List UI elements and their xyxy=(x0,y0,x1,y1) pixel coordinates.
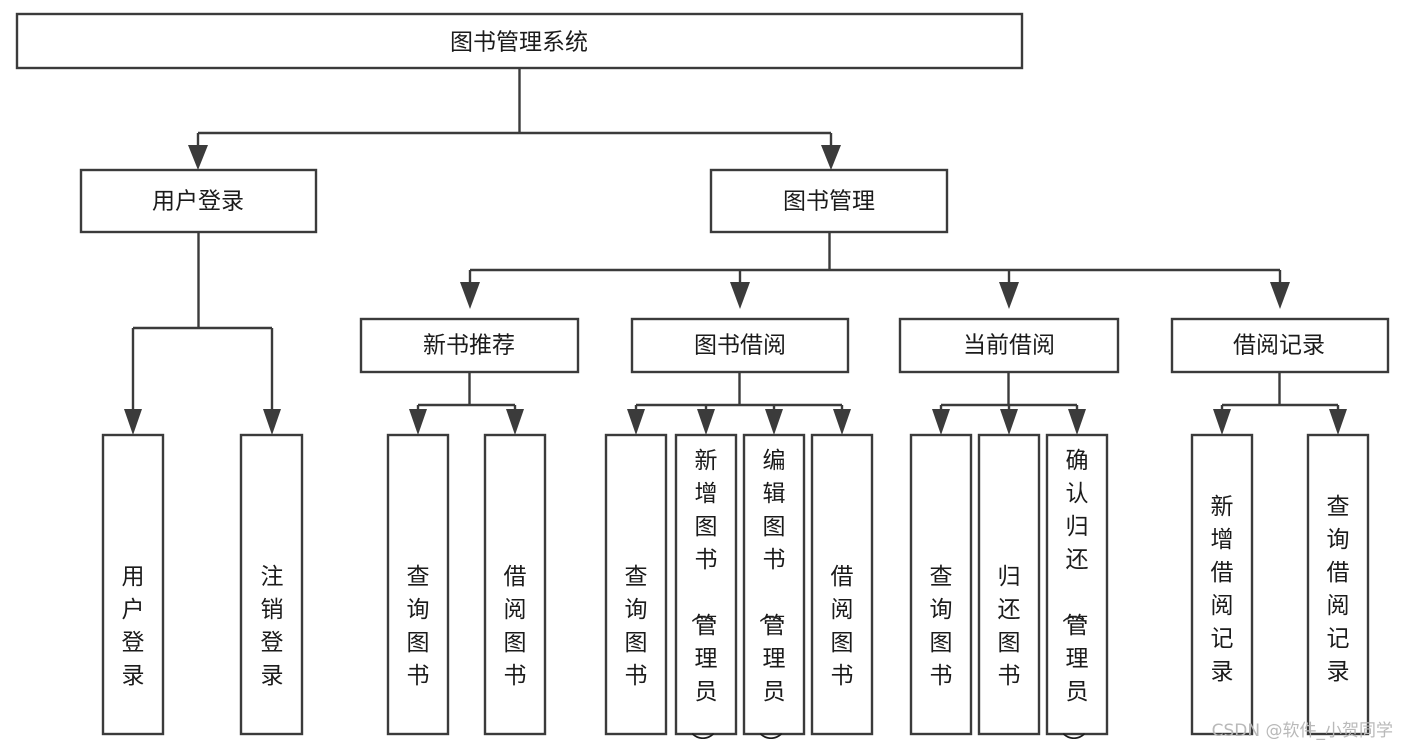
node-newbook-label: 新书推荐 xyxy=(423,333,515,359)
node-leaf10[interactable]: 归还图书 xyxy=(977,433,1041,736)
arrow-leaf11 xyxy=(1068,409,1086,435)
node-leaf13[interactable]: 查询借阅记录 xyxy=(1306,433,1370,736)
node-leaf1-box[interactable] xyxy=(101,433,165,736)
node-leaf4-box[interactable] xyxy=(483,433,547,736)
node-leaf4[interactable]: 借阅图书 xyxy=(483,433,547,736)
node-leaf2-label: 注销登录 xyxy=(261,564,284,689)
node-leaf2[interactable]: 注销登录 xyxy=(239,433,304,736)
node-leaf8[interactable]: 借阅图书 xyxy=(810,433,874,736)
node-leaf1[interactable]: 用户登录 xyxy=(101,433,165,736)
node-borrow-label: 图书借阅 xyxy=(694,333,786,359)
node-leaf9-box[interactable] xyxy=(909,433,973,736)
arrow-to-borrow xyxy=(730,282,750,309)
node-record[interactable]: 借阅记录 xyxy=(1170,317,1390,374)
node-leaf7-label: 编辑图书（管理员） xyxy=(757,448,786,747)
node-bookmgmt-box[interactable] xyxy=(709,168,949,234)
node-root-label: 图书管理系统 xyxy=(450,30,588,56)
node-leaf12-label: 新增借阅记录 xyxy=(1211,494,1234,685)
arrow-leaf2 xyxy=(263,409,281,435)
node-root[interactable]: 图书管理系统 xyxy=(15,12,1024,70)
arrow-leaf4 xyxy=(506,409,524,435)
watermark-label: CSDN @软件_小贺同学 xyxy=(1211,721,1393,741)
node-newbook-box[interactable] xyxy=(359,317,580,374)
node-leaf4-label: 借阅图书 xyxy=(504,564,527,689)
node-leaf5[interactable]: 查询图书 xyxy=(604,433,668,736)
arrow-leaf6 xyxy=(697,409,715,435)
node-leaf8-box[interactable] xyxy=(810,433,874,736)
node-leaf10-box[interactable] xyxy=(977,433,1041,736)
node-leaf5-box[interactable] xyxy=(604,433,668,736)
arrow-leaf13 xyxy=(1329,409,1347,435)
node-leaf6[interactable]: 新增图书（管理员） xyxy=(674,433,738,747)
arrow-to-record xyxy=(1270,282,1290,309)
node-leaf10-label: 归还图书 xyxy=(998,564,1021,689)
node-leaf9-label: 查询图书 xyxy=(930,564,953,689)
node-leaf6-box[interactable] xyxy=(674,433,738,736)
node-leaf13-label: 查询借阅记录 xyxy=(1327,494,1350,685)
arrow-leaf7 xyxy=(765,409,783,435)
arrow-leaf3 xyxy=(409,409,427,435)
node-leaf7-box[interactable] xyxy=(742,433,806,736)
arrow-leaf12 xyxy=(1213,409,1231,435)
arrow-to-login xyxy=(188,145,208,170)
node-bookmgmt[interactable]: 图书管理 xyxy=(709,168,949,234)
edges-layer xyxy=(124,68,1347,435)
node-leaf3[interactable]: 查询图书 xyxy=(386,433,450,736)
arrow-leaf5 xyxy=(627,409,645,435)
arrow-leaf1 xyxy=(124,409,142,435)
arrow-leaf8 xyxy=(833,409,851,435)
node-leaf6-label: 新增图书（管理员） xyxy=(689,448,718,747)
arrow-to-bookmgmt xyxy=(821,145,841,170)
arrow-leaf10 xyxy=(1000,409,1018,435)
node-login[interactable]: 用户登录 xyxy=(79,168,318,234)
node-leaf11-label: 确认归还（管理员） xyxy=(1060,448,1089,747)
node-leaf12[interactable]: 新增借阅记录 xyxy=(1190,433,1254,736)
node-login-box[interactable] xyxy=(79,168,318,234)
node-record-box[interactable] xyxy=(1170,317,1390,374)
node-leaf3-label: 查询图书 xyxy=(407,564,430,689)
node-leaf5-label: 查询图书 xyxy=(625,564,648,689)
node-leaf3-box[interactable] xyxy=(386,433,450,736)
node-current-box[interactable] xyxy=(898,317,1120,374)
node-leaf11-box[interactable] xyxy=(1045,433,1109,736)
node-root-box[interactable] xyxy=(15,12,1024,70)
node-leaf1-label: 用户登录 xyxy=(122,564,145,689)
node-current[interactable]: 当前借阅 xyxy=(898,317,1120,374)
node-leaf9[interactable]: 查询图书 xyxy=(909,433,973,736)
node-newbook[interactable]: 新书推荐 xyxy=(359,317,580,374)
node-leaf13-box[interactable] xyxy=(1306,433,1370,736)
arrow-to-current xyxy=(999,282,1019,309)
arrow-to-newbook xyxy=(460,282,480,309)
node-leaf8-label: 借阅图书 xyxy=(831,564,854,689)
node-leaf11[interactable]: 确认归还（管理员） xyxy=(1045,433,1109,747)
node-leaf12-box[interactable] xyxy=(1190,433,1254,736)
node-record-label: 借阅记录 xyxy=(1233,333,1325,359)
node-borrow-box[interactable] xyxy=(630,317,850,374)
node-leaf2-box[interactable] xyxy=(239,433,304,736)
node-leaf7[interactable]: 编辑图书（管理员） xyxy=(742,433,806,747)
node-bookmgmt-label: 图书管理 xyxy=(783,189,875,215)
node-borrow[interactable]: 图书借阅 xyxy=(630,317,850,374)
arrow-leaf9 xyxy=(932,409,950,435)
node-current-label: 当前借阅 xyxy=(963,333,1055,359)
node-login-label: 用户登录 xyxy=(152,189,244,215)
